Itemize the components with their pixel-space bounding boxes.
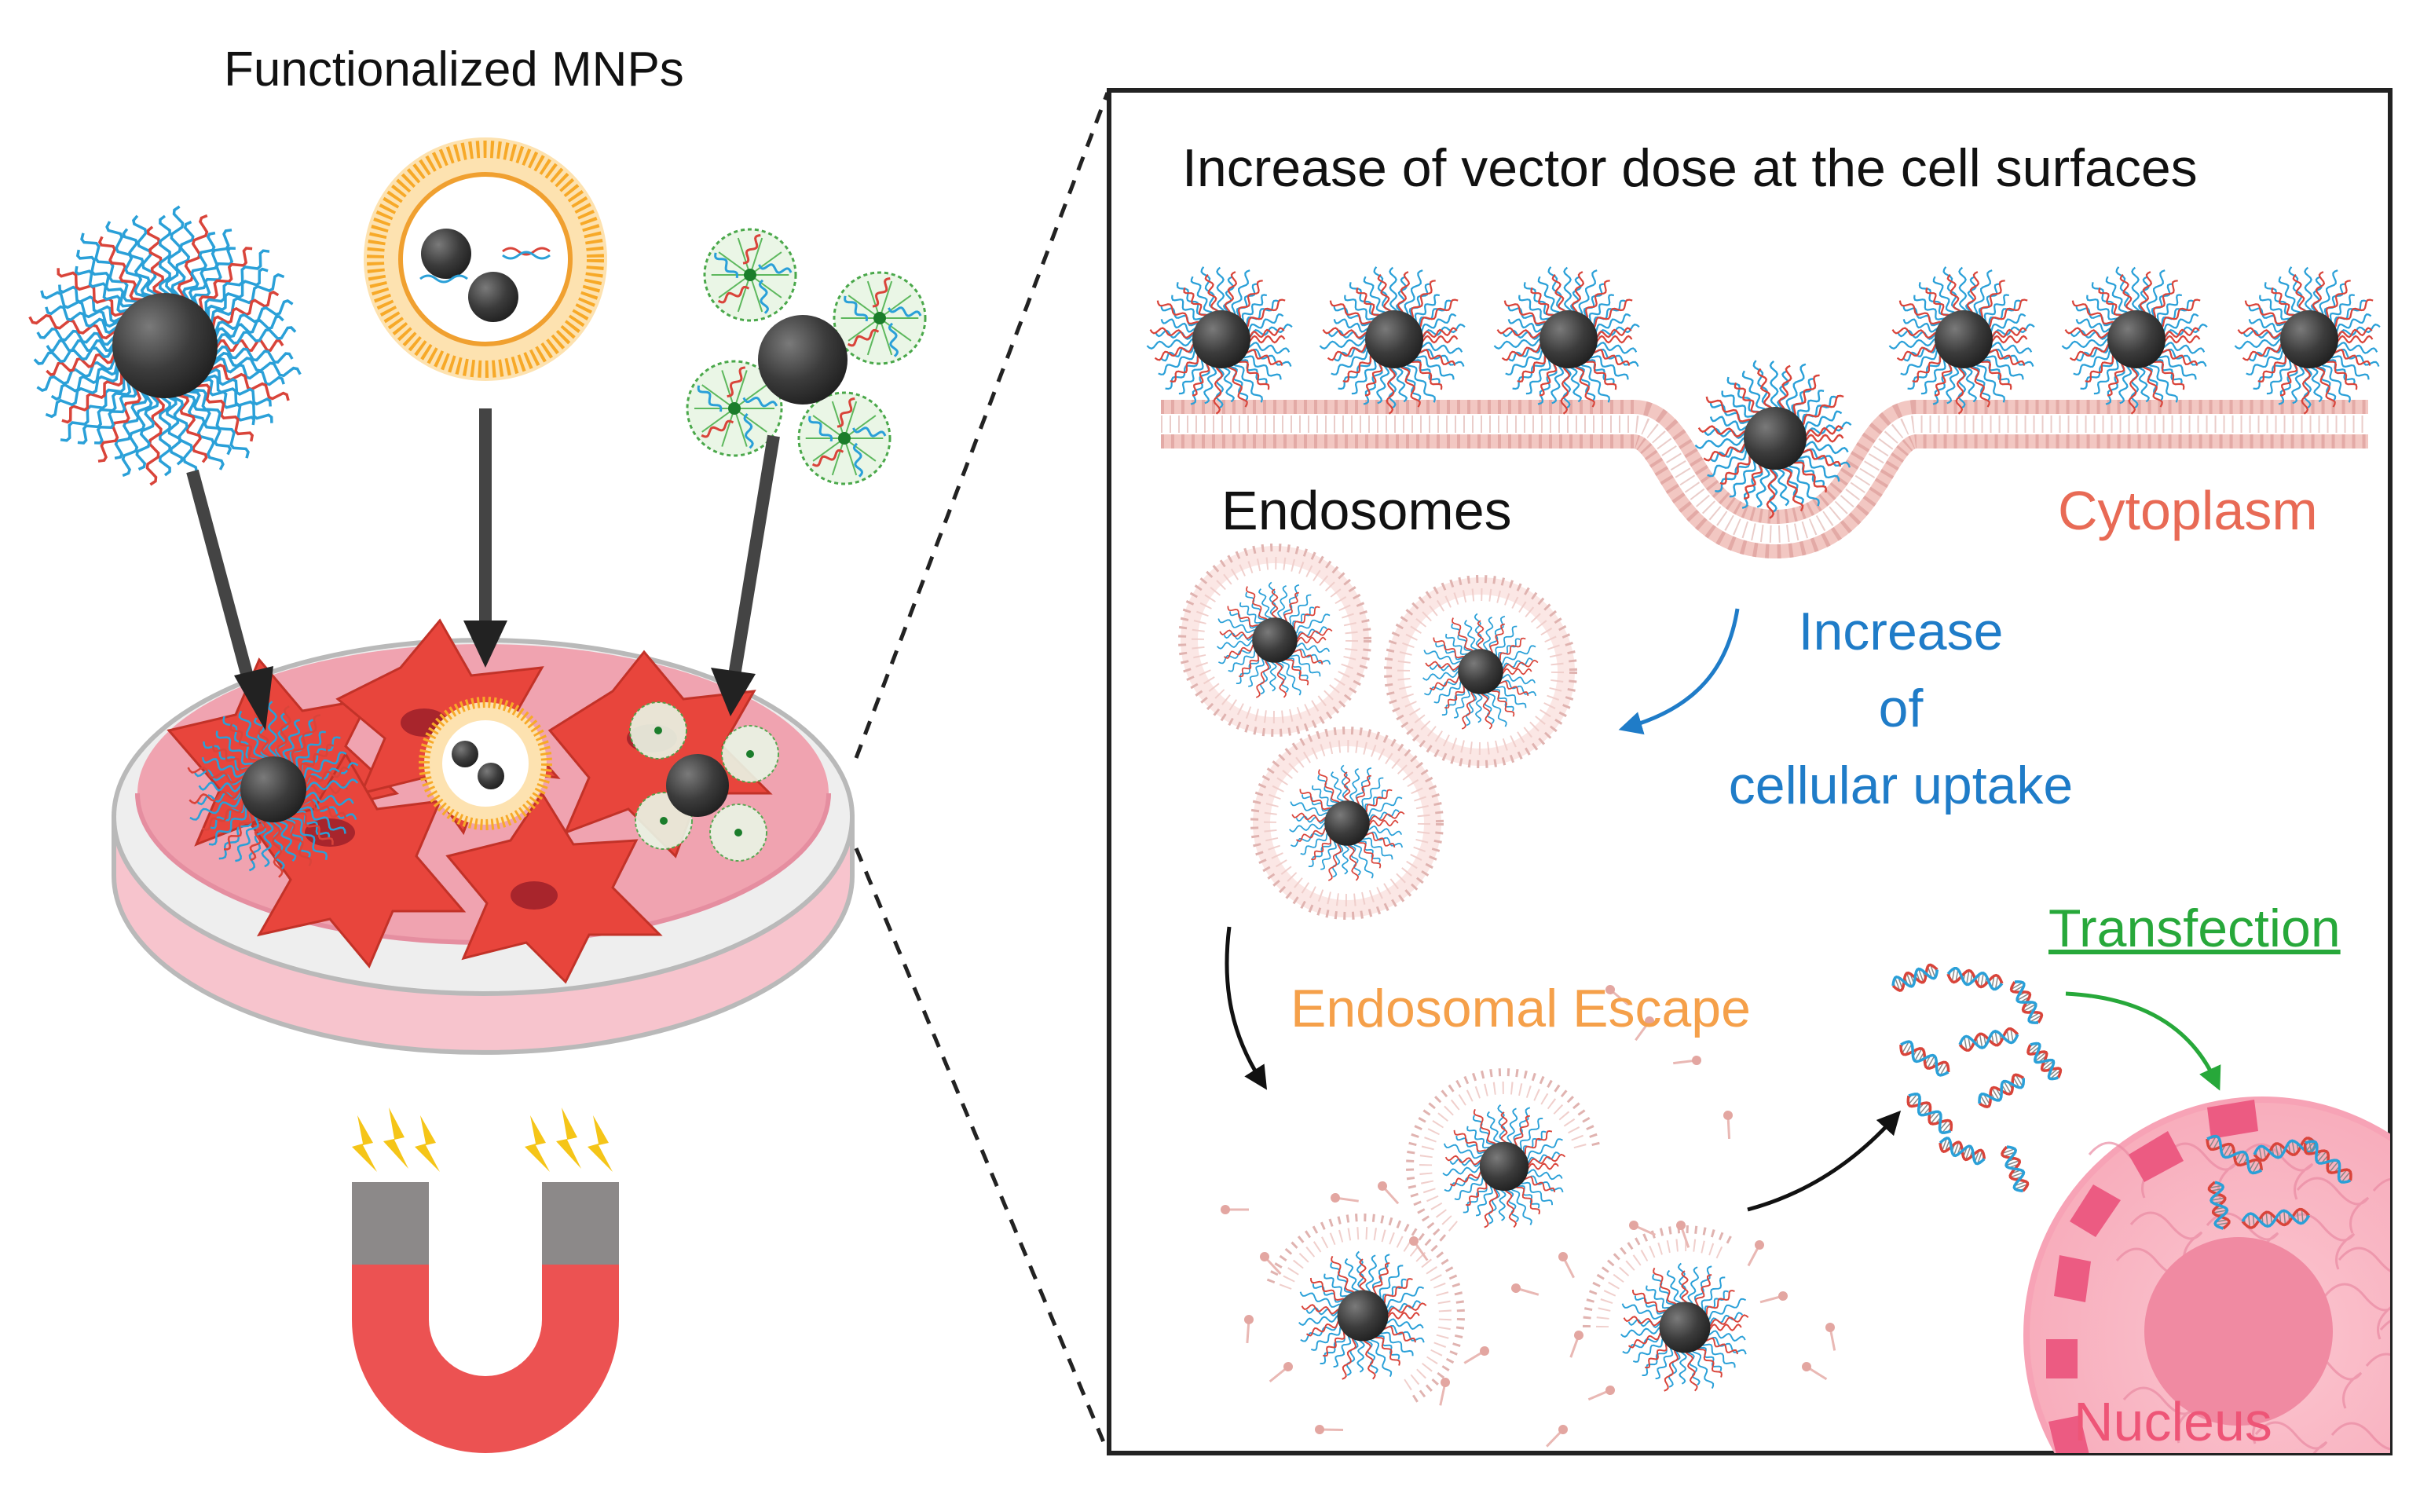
polyplex [710, 804, 767, 861]
polyplex [705, 229, 796, 320]
mnp-liposome [364, 137, 607, 381]
nucleus-label: Nucleus [2074, 1394, 2272, 1449]
magnetic-nanoparticle [758, 315, 848, 405]
polyplex [799, 393, 890, 484]
transfection-label: Transfection [2048, 902, 2341, 955]
endosome [1181, 546, 1369, 734]
magnet [352, 1107, 619, 1453]
magnetic-nanoparticle [421, 229, 471, 279]
uptake-line-1: Increase [1704, 593, 2097, 670]
uptake-label: Increase of cellular uptake [1704, 593, 2097, 824]
endosome [1386, 577, 1575, 766]
uptake-line-3: cellular uptake [1704, 747, 2097, 824]
panel-title: Increase of vector dose at the cell surf… [1182, 141, 2198, 195]
polyplex [834, 273, 925, 364]
magnetic-nanoparticle [112, 293, 218, 398]
magnetic-nanoparticle [468, 272, 518, 322]
mnp-dna-coated [30, 207, 300, 485]
uptake-line-2: of [1704, 670, 2097, 747]
cytoplasm-label: Cytoplasm [2058, 483, 2318, 538]
polyplex [630, 702, 686, 759]
escape-label: Endosomal Escape [1291, 982, 1751, 1035]
endosome [1253, 729, 1441, 917]
polyplex [722, 726, 778, 782]
liposome-in-dish [424, 702, 547, 825]
left-title: Functionalized MNPs [224, 46, 684, 94]
lightning-icon [352, 1107, 613, 1172]
mnp-polyplex-cluster [687, 229, 925, 484]
endosomes-label: Endosomes [1221, 483, 1512, 538]
